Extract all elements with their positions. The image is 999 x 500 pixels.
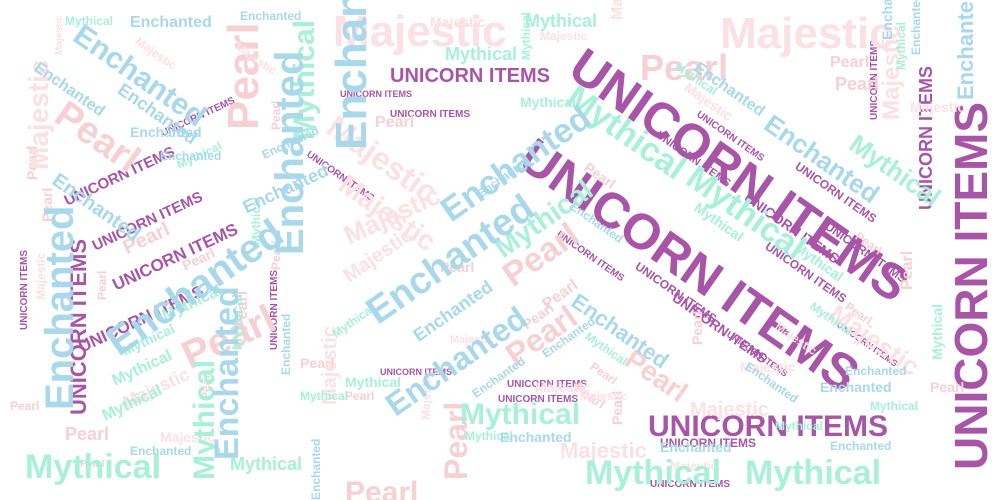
word-pearl-16: Pearl [300,355,335,371]
word-mythical-28: Mythical [465,429,514,443]
word-enchanted-12: Enchanted [953,0,978,100]
word-majestic-15: Majestic [430,14,486,30]
word-unicorn-items-18: UNICORN ITEMS [507,379,587,390]
word-enchanted-8: Enchanted [208,286,246,460]
word-mythical-2: Mythical [585,454,722,492]
word-pearl-33: Pearl [10,399,40,413]
word-enchanted-3: Enchanted [38,205,82,410]
word-mythical-29: Mythical [300,389,349,403]
word-enchanted-34: Enchanted [240,9,302,23]
word-mythical-26: Mythical [65,14,114,28]
word-unicorn-items-27: UNICORN ITEMS [19,250,30,330]
word-pearl-1: Pearl [219,22,268,130]
word-enchanted-24: Enchanted [909,0,923,55]
word-majestic-8: Majestic [560,438,647,463]
word-unicorn-items-26: UNICORN ITEMS [390,109,470,120]
word-enchanted-1: Enchanted [327,0,376,150]
word-majestic-22: Majestic [580,389,628,403]
word-unicorn-items-29: UNICORN ITEMS [340,89,412,99]
word-mythical-27: Mythical [519,11,533,60]
word-unicorn-items-4: UNICORN ITEMS [648,410,888,443]
word-unicorn-items-3: UNICORN ITEMS [945,102,997,470]
word-majestic-19: Majestic [535,379,591,395]
word-enchanted-15: Enchanted [130,14,212,31]
word-pearl-4: Pearl [345,476,419,500]
word-pearl-36: Pearl [80,459,105,470]
word-pearl-11: Pearl [830,54,870,71]
word-majestic-28: Majestic [670,459,718,473]
word-mythical-9: Mythical [460,398,581,431]
word-majestic-18: Majestic [540,29,588,43]
word-enchanted-26: Enchanted [130,124,202,140]
word-mythical-3: Mythical [745,454,882,492]
word-enchanted-23: Enchanted [879,0,895,40]
word-pearl-13: Pearl [65,424,110,444]
word-mythical-1: Mythical [25,448,162,486]
word-pearl-37: Pearl [587,359,620,388]
word-enchanted-32: Enchanted [309,438,323,500]
word-majestic-1: Majestic [333,7,507,56]
word-unicorn-items-30: UNICORN ITEMS [380,367,452,377]
word-mythical-12: Mythical [445,44,518,64]
word-enchanted-35: Enchanted [279,313,293,375]
word-enchanted-21: Enchanted [660,439,732,455]
word-enchanted-33: Enchanted [830,439,892,453]
word-mythical-13: Mythical [230,454,303,474]
word-enchanted-22: Enchanted [500,429,572,445]
word-majestic-2: Majestic [720,9,894,58]
word-pearl-32: Pearl [930,379,965,395]
word-pearl-10: Pearl [835,74,880,94]
word-unicorn-items-5: UNICORN ITEMS [390,65,550,87]
word-enchanted-27: Enchanted [160,149,222,163]
word-mythical-20: Mythical [520,94,577,110]
word-enchanted-36: Enchanted [130,444,192,458]
word-unicorn-items-16: UNICORN ITEMS [650,479,730,490]
word-pearl-14: Pearl [375,114,415,131]
word-mythical-32: Mythical [775,419,824,433]
word-pearl-17: Pearl [899,250,916,290]
word-majestic-29: Majestic [450,334,494,346]
word-mythical-18: Mythical [345,374,402,390]
word-mythical-11: Mythical [525,11,598,31]
word-majestic-20: Majestic [160,429,216,445]
word-majestic-26: Majestic [54,15,65,55]
word-majestic-14: Majestic [609,0,626,20]
word-majestic-17: Majestic [740,359,796,375]
word-pearl-8: Pearl [640,47,729,88]
word-pearl-35: Pearl [345,389,375,403]
word-pearl-24: Pearl [440,259,475,275]
word-mythical-25: Mythical [870,399,919,413]
word-enchanted-20: Enchanted [820,379,892,395]
word-enchanted-37: Enchanted [845,364,907,378]
word-unicorn-items-17: UNICORN ITEMS [498,394,578,405]
word-mythical-21: Mythical [894,21,908,70]
word-pearl-21: Pearl [689,310,705,345]
word-mythical-22: Mythical [929,303,945,360]
word-unicorn-items-15: UNICORN ITEMS [660,436,756,450]
word-pearl-27: Pearl [95,270,109,300]
word-majestic-9: Majestic [690,399,769,421]
word-majestic-21: Majestic [910,99,966,115]
